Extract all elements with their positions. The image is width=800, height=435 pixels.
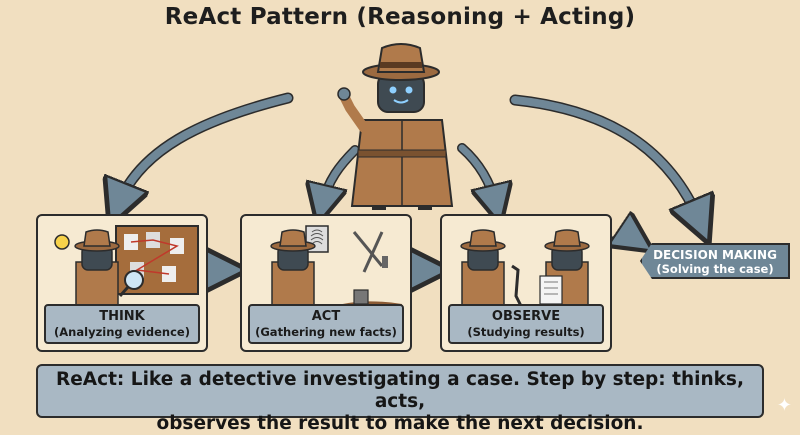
think-caption: THINK (Analyzing evidence) [44, 304, 200, 344]
step-panel-think: THINK (Analyzing evidence) [36, 214, 208, 352]
diagram-title: ReAct Pattern (Reasoning + Acting) [164, 4, 636, 30]
observe-caption: OBSERVE (Studying results) [448, 304, 604, 344]
detective-tools-fingerprint-icon [270, 225, 402, 316]
act-caption: ACT (Gathering new facts) [248, 304, 404, 344]
decision-title: DECISION MAKING [653, 248, 777, 262]
arrow-center-to-think [112, 92, 294, 211]
summary-line-1: ReAct: Like a detective investigating a … [56, 369, 744, 412]
arrow-center-to-decision [509, 94, 706, 228]
detectives-microscope-notes-icon [460, 229, 590, 316]
think-title: THINK [99, 309, 145, 324]
observe-title: OBSERVE [491, 309, 561, 324]
act-subtitle: (Gathering new facts) [255, 325, 397, 339]
observe-subtitle: (Studying results) [467, 325, 585, 339]
react-diagram: ReAct Pattern (Reasoning + Acting) [0, 4, 800, 434]
summary-line-2: observes the result to make the next dec… [156, 413, 644, 434]
detective-magnifier-evidence-board-icon [54, 225, 199, 316]
step-panel-observe: OBSERVE (Studying results) [440, 214, 612, 352]
arrows-layer [0, 43, 800, 422]
act-title: ACT [311, 309, 341, 324]
decision-subtitle: (Solving the case) [656, 262, 774, 276]
summary-box: ReAct: Like a detective investigating a … [36, 364, 764, 434]
step-panel-act: ACT (Gathering new facts) [240, 214, 412, 352]
decision-box: DECISION MAKING (Solving the case) [640, 243, 790, 279]
think-subtitle: (Analyzing evidence) [54, 325, 190, 339]
detective-robot-icon [337, 43, 454, 210]
sparkle-icon: ✦ [776, 395, 792, 416]
